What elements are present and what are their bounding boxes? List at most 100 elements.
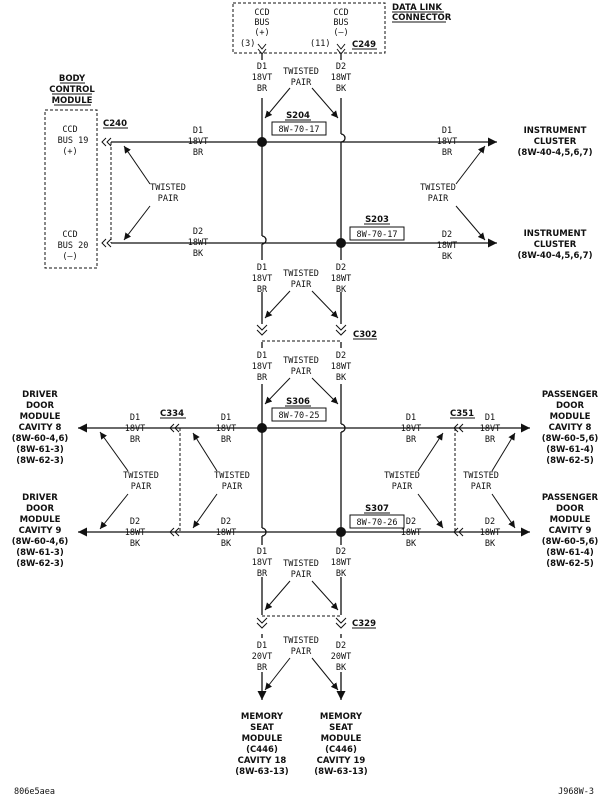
dlc-connector-id: C249 (352, 40, 376, 50)
wire-labels-lower: D1 18VT BR D2 18WT BK TWISTED PAIR (252, 547, 351, 611)
splice-s306-id: S306 (286, 397, 310, 407)
driver-door-line1: DRIVER (22, 390, 58, 400)
dlc-cavity-left: (3) (240, 39, 255, 49)
wire-label-tracer: BK (406, 539, 417, 549)
twisted-pair-label: TWISTED (463, 471, 499, 481)
instrument-cluster-lower: INSTRUMENT CLUSTER (8W-40-4,5,6,7) (518, 229, 593, 261)
driver-door-ref1: (8W-60-4,6) (12, 434, 69, 444)
wire-labels-top: D1 18VT BR D2 18WT BK TWISTED PAIR (252, 62, 351, 119)
passenger-door-ref2: (8W-61-4) (546, 548, 594, 558)
splice-s306: S306 8W-70-25 (271, 397, 327, 422)
splice-s307-dot (336, 527, 346, 537)
data-link-connector-box (232, 2, 386, 54)
bcm-bus20-line1: CCD (62, 230, 77, 240)
wire-label-gauge: 18VT (252, 362, 272, 372)
twisted-pair-label: PAIR (158, 194, 179, 204)
wire-label-d2: D2 (336, 62, 346, 72)
driver-door-ref1: (8W-60-4,6) (12, 537, 69, 547)
memory-seat-line2: SEAT (329, 723, 353, 733)
ic-line2: CLUSTER (534, 240, 577, 250)
wire-label-tracer: BR (257, 84, 268, 94)
driver-door-ref3: (8W-62-3) (16, 456, 64, 466)
wire-label-d1: D1 (406, 413, 416, 423)
wire-label-tracer: BR (221, 435, 232, 445)
wire-label-d2: D2 (130, 517, 140, 527)
splice-s306-ref: 8W-70-25 (279, 411, 320, 421)
bcm-box (44, 109, 98, 269)
splice-s203: S203 8W-70-17 (349, 215, 405, 241)
twisted-pair-label: TWISTED (283, 67, 319, 77)
wire-label-gauge: 18WT (437, 241, 457, 251)
dlc-cavity-right: (11) (310, 39, 330, 49)
passenger-door-line2: DOOR (556, 401, 585, 411)
driver-door-module-cavity8: DRIVER DOOR MODULE CAVITY 8 (8W-60-4,6) … (12, 390, 69, 466)
wire-label-d2: D2 (221, 517, 231, 527)
wire-label-tracer: BR (442, 148, 453, 158)
twisted-pair-label: PAIR (291, 78, 312, 88)
passenger-door-module-cavity8: PASSENGER DOOR MODULE CAVITY 8 (8W-60-5,… (542, 390, 599, 466)
passenger-door-module-cavity9: PASSENGER DOOR MODULE CAVITY 9 (8W-60-5,… (542, 493, 599, 569)
wire-label-tracer: BK (336, 373, 347, 383)
wire-label-gauge: 18VT (252, 73, 272, 83)
memory-seat-conn: (C446) (246, 745, 278, 755)
splice-s203-ref-box (349, 226, 405, 241)
wire-label-gauge: 18VT (216, 424, 236, 434)
c329-id: C329 (352, 619, 376, 629)
memory-seat-ref: (8W-63-13) (235, 767, 289, 777)
passenger-door-line1: PASSENGER (542, 390, 599, 400)
memory-seat-module-cavity18: MEMORY SEAT MODULE (C446) CAVITY 18 (8W-… (235, 712, 289, 777)
splice-s306-ref-box (271, 407, 327, 422)
wire-label-gauge: 18WT (331, 362, 351, 372)
dlc-plus-line3: (+) (254, 28, 269, 38)
passenger-door-cavity: CAVITY 8 (549, 423, 592, 433)
wire-label-d2: D2 (336, 351, 346, 361)
driver-door-line1: DRIVER (22, 493, 58, 503)
wire-label-tracer: BK (336, 285, 347, 295)
wire-label-gauge: 18VT (480, 424, 500, 434)
dlc-plus-line2: BUS (254, 18, 269, 28)
footer-left-code: 806e5aea (14, 787, 55, 797)
wire-label-tracer: BK (221, 539, 232, 549)
memory-seat-ref: (8W-63-13) (314, 767, 368, 777)
wire-label-gauge: 20WT (331, 652, 351, 662)
vertical-bus-wires (257, 54, 346, 700)
wire-labels-c302-below: D1 18VT BR D2 18WT BK TWISTED PAIR (252, 351, 351, 405)
bcm-bus20-line2: BUS 20 (58, 241, 89, 251)
driver-door-line3: MODULE (20, 515, 61, 525)
horizontal-wires-doors (78, 423, 530, 537)
wire-label-tracer: BR (406, 435, 417, 445)
driver-door-cavity: CAVITY 9 (19, 526, 62, 536)
splice-s203-id: S203 (365, 215, 389, 225)
splice-s204-ref: 8W-70-17 (279, 125, 320, 135)
splice-s203-dot (336, 238, 346, 248)
dlc-minus-line2: BUS (333, 18, 348, 28)
passenger-door-line1: PASSENGER (542, 493, 599, 503)
wire-label-d1: D1 (221, 413, 231, 423)
memory-seat-module-cavity19: MEMORY SEAT MODULE (C446) CAVITY 19 (8W-… (314, 712, 368, 777)
twisted-pair-label: PAIR (222, 482, 243, 492)
wire-labels-doors: D1 18VT BR D2 18WT BK TWISTED PAIR D1 18… (99, 413, 516, 549)
twisted-pair-label: PAIR (131, 482, 152, 492)
memory-seat-cavity: CAVITY 19 (317, 756, 366, 766)
twisted-pair-label: TWISTED (283, 559, 319, 569)
wire-label-gauge: 18VT (252, 558, 272, 568)
twisted-pair-label: PAIR (291, 280, 312, 290)
splice-s307-ref-box (349, 514, 405, 529)
twisted-pair-label: TWISTED (214, 471, 250, 481)
wire-label-tracer: BR (485, 435, 496, 445)
twisted-pair-label: PAIR (291, 570, 312, 580)
driver-door-ref3: (8W-62-3) (16, 559, 64, 569)
wire-label-tracer: BK (130, 539, 141, 549)
passenger-door-line2: DOOR (556, 504, 585, 514)
splice-s204-dot (257, 137, 267, 147)
twisted-pair-label: PAIR (392, 482, 413, 492)
wire-label-gauge: 18WT (188, 238, 208, 248)
passenger-door-ref3: (8W-62-5) (546, 559, 594, 569)
memory-seat-line3: MODULE (242, 734, 283, 744)
wire-label-d1: D1 (257, 263, 267, 273)
memory-seat-cavity: CAVITY 18 (238, 756, 287, 766)
wire-label-d2: D2 (336, 547, 346, 557)
wire-label-tracer: BR (130, 435, 141, 445)
bcm-bus19-line2: BUS 19 (58, 136, 89, 146)
